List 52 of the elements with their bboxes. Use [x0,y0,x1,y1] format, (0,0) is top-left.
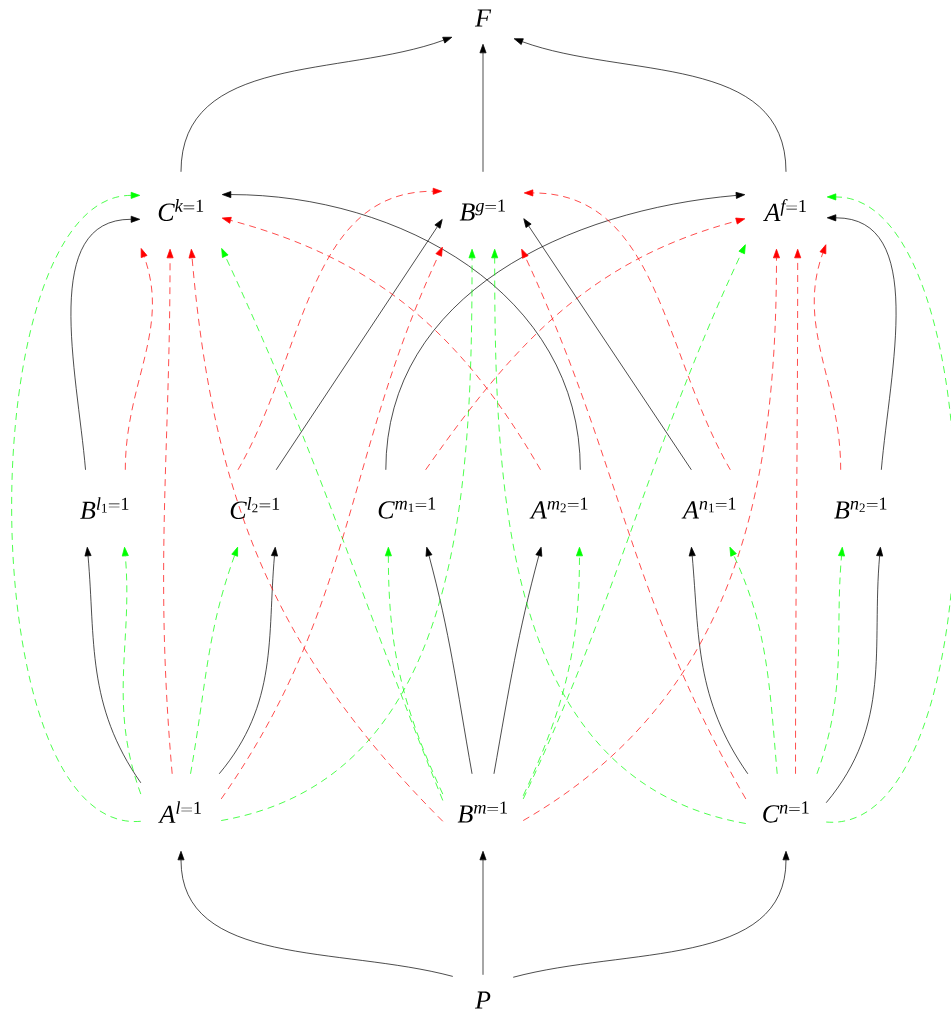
arrow [816,546,845,775]
variable-label: $A^{f=1}$ [763,199,806,221]
arrow [522,546,583,797]
variable-label: $C^{l_2=1}$ [230,497,280,519]
variable-label: $A^{m_2=1}$ [529,497,588,519]
arrow [275,219,443,471]
arrow [729,546,778,775]
arrow [688,546,749,775]
arrow [384,546,444,795]
arrow [425,546,473,775]
arrow [491,248,747,824]
arrow [522,248,780,821]
variable-label: $B^{l_1=1}$ [80,497,129,519]
arrow [237,187,443,471]
variable-label: $C^{m_1=1}$ [378,497,436,519]
arrow [385,192,746,471]
arrow [84,546,142,784]
arrow [493,546,543,775]
arrow [523,218,692,471]
variable-label: $C^{k=1}$ [158,199,204,221]
arrow [180,36,453,173]
arrow [221,216,541,471]
arrow [479,43,487,173]
arrow [124,248,153,471]
arrow [794,248,802,775]
arrow [425,217,746,471]
arrow [512,850,790,978]
variable-label: $F$ [474,9,492,27]
arrow [513,38,787,173]
variable-label: $A^{n_1=1}$ [681,497,736,519]
arrow [826,214,897,471]
arrow [177,850,454,977]
arrow [163,248,174,775]
arrow [825,546,884,804]
arrow [479,850,487,976]
arrow [523,189,731,471]
arrow [11,191,142,822]
variable-label: $P$ [474,991,491,1009]
arrow [221,191,581,471]
arrow [190,546,238,775]
arrow [218,546,278,775]
arrow [220,248,476,821]
arrow [813,244,842,471]
variable-label: $B^{m=1}$ [457,801,507,823]
variable-label: $C^{n=1}$ [763,801,809,823]
variable-label: $B^{g=1}$ [459,199,505,221]
arrow [70,215,141,471]
variable-label: $B^{n_2=1}$ [834,497,887,519]
variable-label: $A^{l=1}$ [158,801,201,823]
arrow [188,248,444,822]
arrow [121,546,142,795]
arrow [825,193,951,823]
